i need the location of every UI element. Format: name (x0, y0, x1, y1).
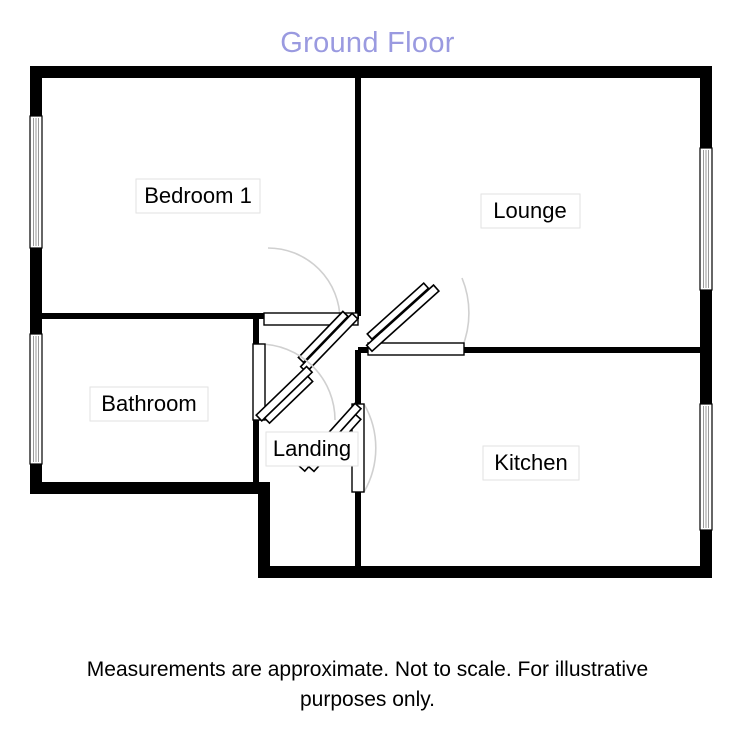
wall-top (30, 66, 712, 78)
room-label-kitchen-text: Kitchen (494, 450, 567, 475)
wall-left-middle (30, 246, 42, 336)
doors (252, 247, 470, 493)
interior-walls (36, 72, 704, 572)
wall-spine-upper (355, 72, 361, 316)
wall-spine-landing-upper (355, 350, 361, 406)
wall-right-upper (700, 66, 712, 150)
room-label-landing: Landing (265, 431, 359, 467)
window-bedroom1-left (29, 115, 43, 249)
door-bedroom1 (263, 247, 359, 374)
wall-right-middle (700, 288, 712, 406)
room-label-bathroom-text: Bathroom (101, 391, 196, 416)
window-bathroom-left (29, 333, 43, 465)
wall-spine-landing-lower (355, 486, 361, 572)
door-bathroom (252, 343, 336, 425)
room-label-lounge: Lounge (480, 193, 581, 229)
windows (29, 115, 713, 531)
wall-lounge-kitchen (358, 347, 704, 353)
door-lounge (365, 277, 470, 356)
wall-bedroom-bathroom (36, 313, 264, 319)
room-labels: Bedroom 1 Lounge Bathroom Landing Kitche… (89, 178, 581, 481)
window-kitchen-right (699, 403, 713, 531)
window-lounge-right (699, 147, 713, 291)
page-title: Ground Floor (280, 27, 455, 59)
room-label-bedroom1-text: Bedroom 1 (144, 183, 252, 208)
wall-bottom-right (258, 566, 712, 578)
exterior-walls (30, 66, 712, 578)
room-label-bedroom1: Bedroom 1 (135, 178, 261, 214)
wall-landing-left (258, 482, 270, 574)
wall-left-top (30, 66, 42, 118)
room-label-landing-text: Landing (273, 436, 351, 461)
disclaimer-text: Measurements are approximate. Not to sca… (86, 658, 649, 711)
wall-bathroom-bottom (30, 482, 270, 494)
wall-bathroom-landing-upper (253, 316, 259, 346)
room-label-bathroom: Bathroom (89, 386, 209, 422)
wall-right-lower (700, 528, 712, 578)
wall-bathroom-landing-lower (253, 416, 259, 486)
room-label-lounge-text: Lounge (493, 198, 566, 223)
room-label-kitchen: Kitchen (482, 445, 580, 481)
